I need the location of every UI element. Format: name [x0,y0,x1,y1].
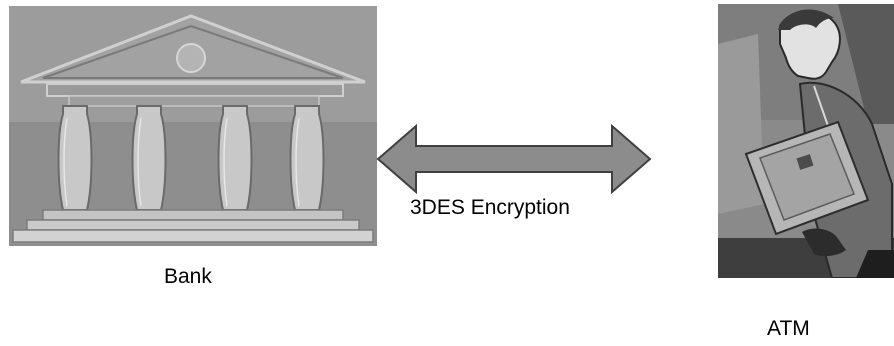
atm-user-icon [718,4,894,278]
bank-building-icon [9,6,377,246]
bank-label: Bank [164,265,212,288]
encryption-label: 3DES Encryption [410,196,570,219]
bidirectional-arrow-icon [376,124,652,194]
atm-label: ATM [767,317,810,340]
